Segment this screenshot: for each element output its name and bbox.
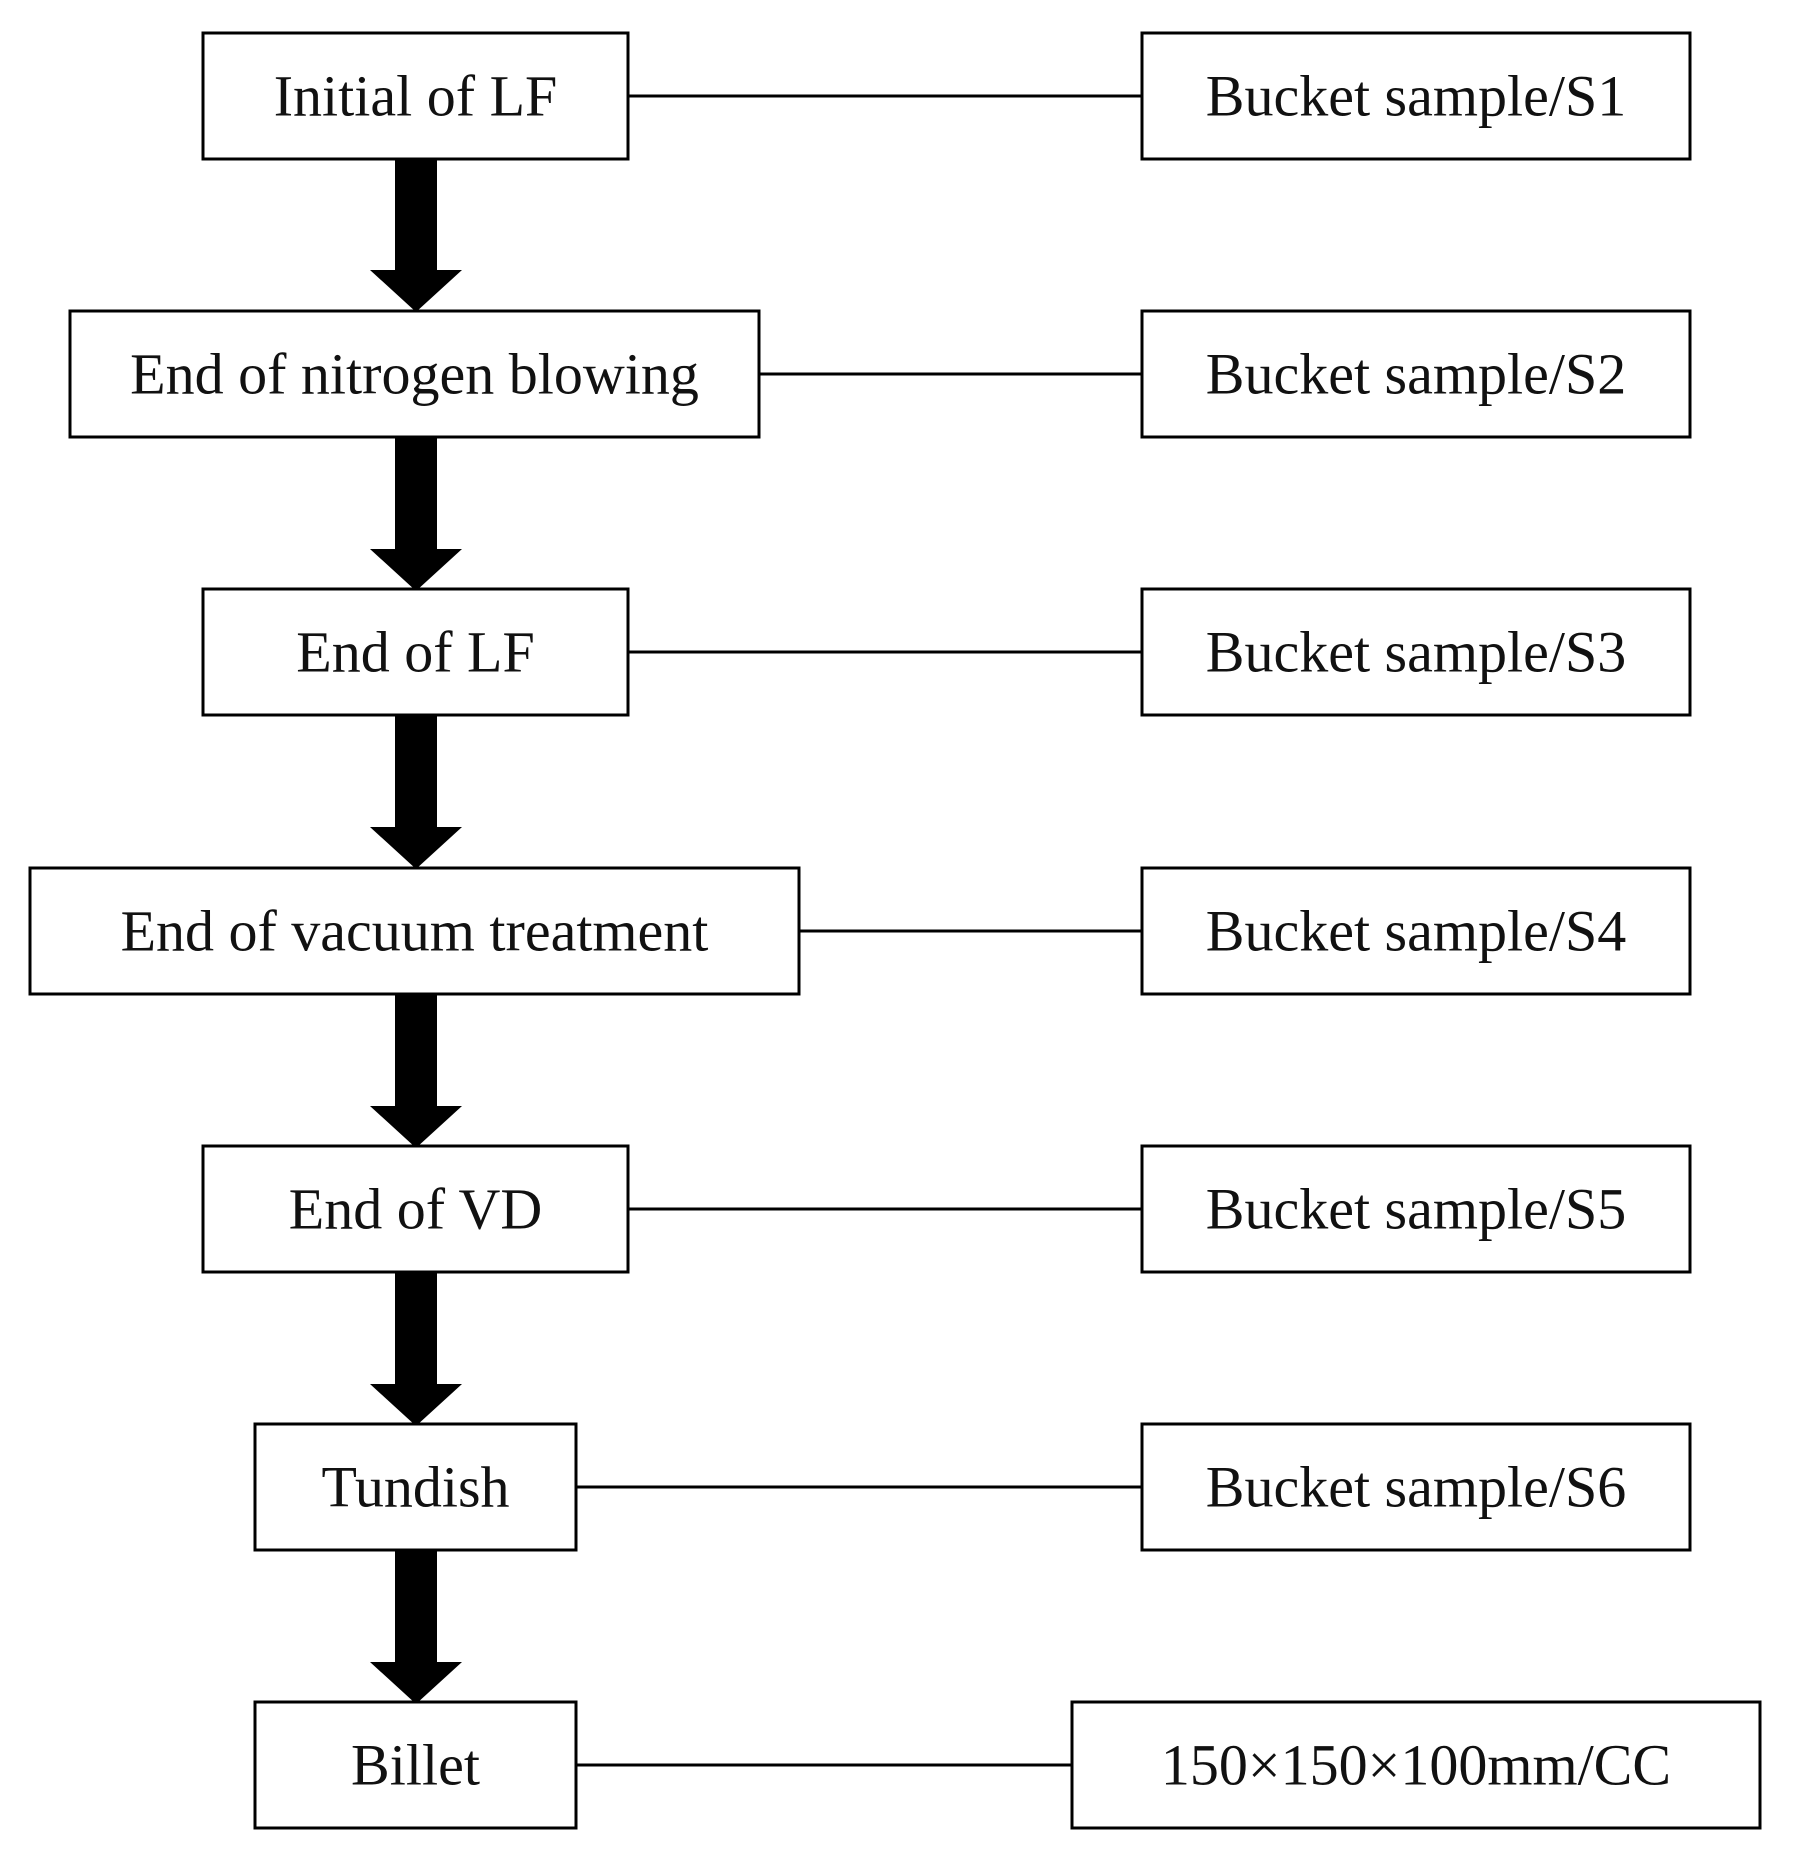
flow-arrow [370, 1272, 462, 1426]
flow-arrow [370, 994, 462, 1148]
sample-box [1140, 587, 1692, 717]
sample-box [1140, 1144, 1692, 1274]
stage-row: Initial of LF Bucket sample/S1 [201, 31, 1692, 161]
sample-label: Bucket sample/S6 [1206, 1455, 1626, 1520]
stage-box [201, 31, 630, 161]
stage-label: Billet [351, 1733, 480, 1798]
stage-box [253, 1422, 578, 1552]
stage-label: End of nitrogen blowing [130, 342, 699, 407]
stage-row: End of nitrogen blowing Bucket sample/S2 [68, 309, 1692, 439]
sample-label: 150×150×100mm/CC [1161, 1733, 1671, 1798]
sample-box [1140, 31, 1692, 161]
sample-label: Bucket sample/S2 [1206, 342, 1626, 407]
sample-label: Bucket sample/S4 [1206, 899, 1626, 964]
stage-label: End of VD [289, 1177, 542, 1242]
stage-row: Billet 150×150×100mm/CC [253, 1700, 1762, 1830]
stage-row: End of LF Bucket sample/S3 [201, 587, 1692, 717]
sample-box [1070, 1700, 1762, 1830]
stage-box [201, 587, 630, 717]
flow-arrow [370, 437, 462, 591]
stage-box [28, 866, 801, 996]
stage-row: Tundish Bucket sample/S6 [253, 1422, 1692, 1552]
sample-label: Bucket sample/S5 [1206, 1177, 1626, 1242]
sample-box [1140, 1422, 1692, 1552]
stage-label: End of LF [296, 620, 534, 685]
stage-box [68, 309, 761, 439]
sample-label: Bucket sample/S1 [1206, 64, 1626, 129]
stage-row: End of vacuum treatment Bucket sample/S4 [28, 866, 1692, 996]
stage-box [201, 1144, 630, 1274]
stage-label: End of vacuum treatment [121, 899, 709, 964]
stage-box [253, 1700, 578, 1830]
sample-box [1140, 866, 1692, 996]
flow-arrow [370, 715, 462, 869]
sample-label: Bucket sample/S3 [1206, 620, 1626, 685]
flow-arrow [370, 1550, 462, 1704]
stage-label: Tundish [321, 1455, 509, 1520]
stage-label: Initial of LF [274, 64, 558, 129]
flow-arrow [370, 158, 462, 312]
stage-row: End of VD Bucket sample/S5 [201, 1144, 1692, 1274]
sample-box [1140, 309, 1692, 439]
